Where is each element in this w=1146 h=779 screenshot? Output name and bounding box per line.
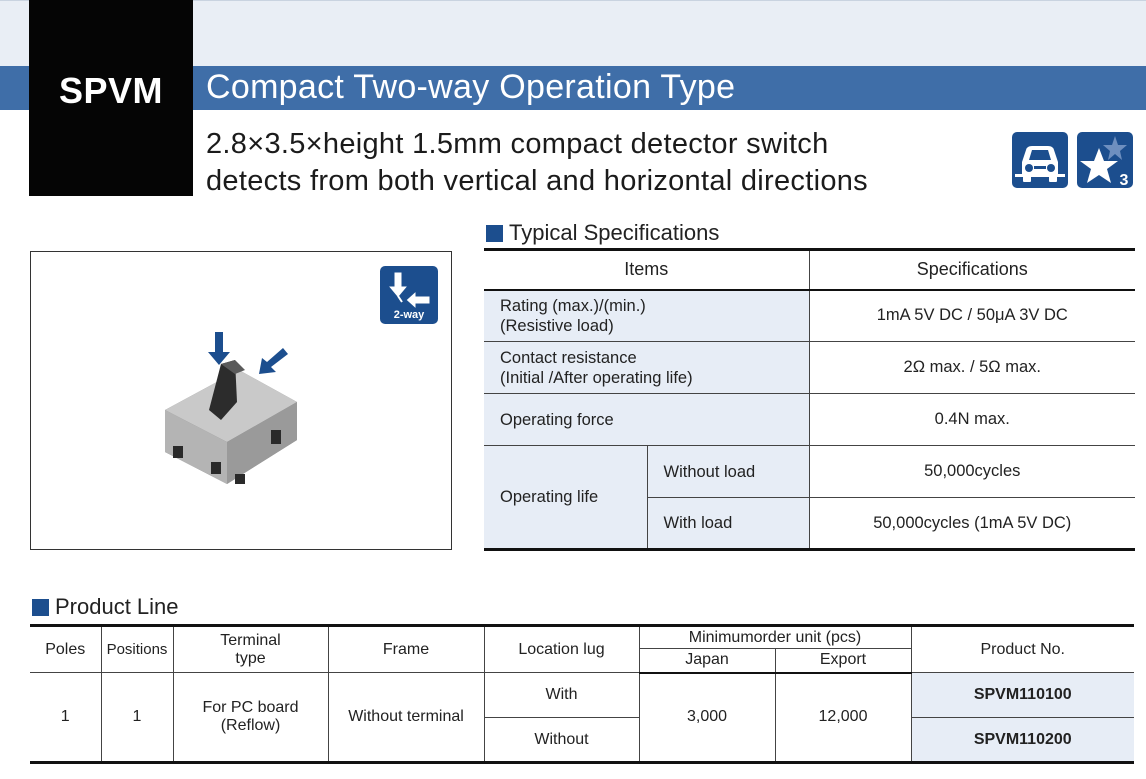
table-row: Without SPVM110200 xyxy=(30,717,1134,763)
product-table: Poles Positions Terminal type Frame Loca… xyxy=(30,624,1134,764)
description-line-2: detects from both vertical and horizonta… xyxy=(206,165,868,197)
table-row: Operating life Without load 50,000cycles xyxy=(484,445,1135,550)
product-number: SPVM110100 xyxy=(910,672,1134,718)
product-section-title: Product Line xyxy=(32,594,179,620)
spec-label-line: Rating (max.)/(min.) xyxy=(500,296,646,315)
spec-value: 1mA 5V DC / 50μA 3V DC xyxy=(808,289,1135,342)
cell-frame: Without terminal xyxy=(327,672,485,763)
col-export: Export xyxy=(774,648,911,674)
star-number: 3 xyxy=(1120,172,1129,188)
cell-japan: 3,000 xyxy=(638,672,776,763)
col-positions: Positions xyxy=(100,625,174,673)
without-load-value: 50,000cycles xyxy=(808,445,1135,498)
cell-poles: 1 xyxy=(30,672,102,763)
star-icon: 3 xyxy=(1077,132,1133,188)
spec-label: Contact resistance (Initial /After opera… xyxy=(484,341,810,394)
series-title: Compact Two-way Operation Type xyxy=(206,68,736,106)
two-way-icon: 2-way xyxy=(380,266,438,324)
spec-value: 2Ω max. / 5Ω max. xyxy=(808,341,1135,394)
col-frame: Frame xyxy=(327,625,485,673)
section-marker xyxy=(486,224,503,242)
two-way-label: 2-way xyxy=(393,309,425,321)
model-block: SPVM xyxy=(29,0,193,196)
with-load-label: With load xyxy=(647,497,810,550)
spec-title-text: Typical Specifications xyxy=(509,220,720,245)
horizontal-arrow-icon xyxy=(259,348,288,374)
section-marker xyxy=(32,598,49,616)
product-title-text: Product Line xyxy=(55,594,179,619)
table-row: Contact resistance (Initial /After opera… xyxy=(484,341,1135,394)
spec-label: Rating (max.)/(min.) (Resistive load) xyxy=(484,289,810,342)
cell-terminal-line: For PC board xyxy=(202,699,299,716)
cell-lug-without: Without xyxy=(484,717,640,763)
without-load-label: Without load xyxy=(646,445,810,498)
col-min-order: Minimumorder unit (pcs) xyxy=(638,625,912,649)
col-items: Items xyxy=(484,249,810,291)
col-product-no: Product No. xyxy=(910,625,1134,673)
spec-label: Operating force xyxy=(484,393,810,446)
col-japan: Japan xyxy=(639,648,776,674)
cell-positions: 1 xyxy=(100,672,174,763)
col-terminal-type: Terminal type xyxy=(172,625,329,673)
car-icon xyxy=(1012,132,1068,188)
cell-terminal-type: For PC board (Reflow) xyxy=(172,672,329,763)
spec-value: 0.4N max. xyxy=(808,393,1135,446)
table-row: With load 50,000cycles (1mA 5V DC) xyxy=(484,497,1135,550)
col-location-lug: Location lug xyxy=(483,625,640,673)
col-terminal-type-line: type xyxy=(235,649,266,667)
cell-terminal-line: (Reflow) xyxy=(220,717,281,734)
switch-illustration xyxy=(165,332,297,484)
description-line-1: 2.8×3.5×height 1.5mm compact detector sw… xyxy=(206,128,829,160)
table-row: Rating (max.)/(min.) (Resistive load) 1m… xyxy=(484,289,1135,342)
col-poles: Poles xyxy=(30,625,102,673)
cell-lug-with: With xyxy=(483,672,640,718)
col-terminal-type-line: Terminal xyxy=(220,631,281,649)
operating-life-label: Operating life xyxy=(484,445,648,550)
table-row: 1 1 For PC board (Reflow) Without termin… xyxy=(30,672,1134,763)
table-row: Operating force 0.4N max. xyxy=(484,393,1135,446)
description: 2.8×3.5×height 1.5mm compact detector sw… xyxy=(206,126,868,200)
product-photo: 2-way xyxy=(30,251,452,550)
model-code: SPVM xyxy=(58,70,164,111)
spec-label-line: (Initial /After operating life) xyxy=(500,368,693,387)
product-number: SPVM110200 xyxy=(910,717,1134,763)
spec-section-title: Typical Specifications xyxy=(486,220,719,246)
with-load-value: 50,000cycles (1mA 5V DC) xyxy=(808,497,1135,550)
spec-label-line: (Resistive load) xyxy=(500,316,614,335)
cell-export: 12,000 xyxy=(774,672,912,763)
spec-label-line: Contact resistance xyxy=(500,348,637,367)
col-specifications: Specifications xyxy=(808,249,1135,291)
vertical-arrow-icon xyxy=(208,332,230,365)
spec-table: Items Specifications Rating (max.)/(min.… xyxy=(484,248,1135,551)
